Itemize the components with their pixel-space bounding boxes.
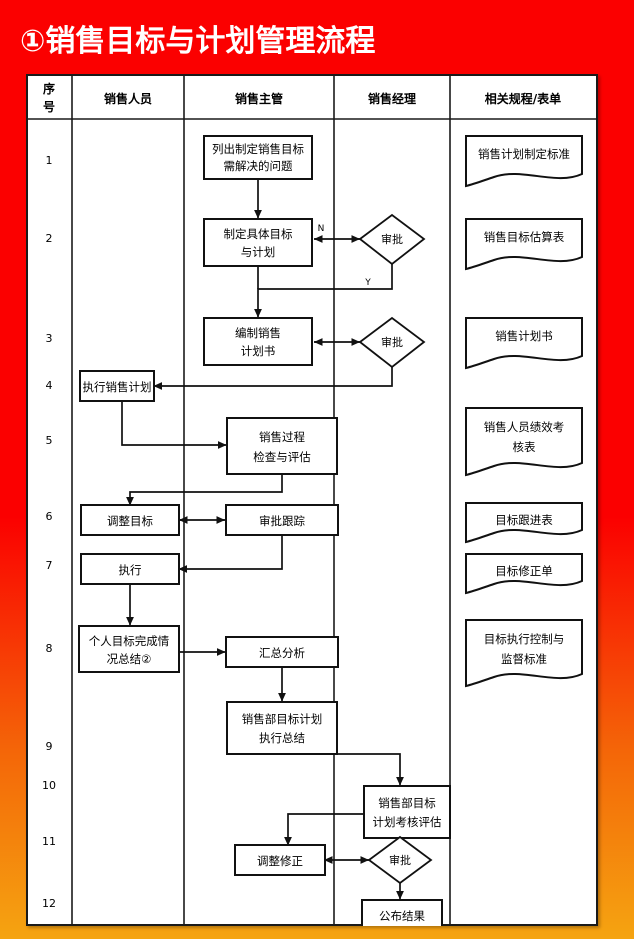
document-label: 目标执行控制与 [484, 632, 565, 646]
node-set-specific-goals-plan[interactable]: 制定具体目标 与计划 [203, 218, 313, 267]
node-label: 与计划 [241, 245, 276, 259]
edge-n5-n6 [126, 474, 283, 506]
row-number: 8 [46, 642, 53, 655]
node-label: 计划考核评估 [373, 815, 442, 829]
node-aggregate-analysis[interactable]: 汇总分析 [225, 636, 339, 668]
node-label: 执行总结 [259, 731, 305, 745]
document-sales-plan-book[interactable]: 销售计划书 [465, 317, 583, 370]
node-label: 计划书 [241, 344, 276, 358]
edge-n4-n5 [121, 401, 227, 449]
node-label: 制定具体目标 [224, 227, 293, 241]
row-number: 9 [46, 740, 53, 753]
table-grid [26, 74, 598, 926]
row-number: 5 [46, 434, 53, 447]
node-label: 调整目标 [107, 514, 153, 528]
row-number: 6 [46, 510, 53, 523]
node-publish-results[interactable]: 公布结果 [361, 899, 443, 926]
row-number: 1 [46, 154, 53, 167]
node-label: 个人目标完成情 [89, 634, 170, 648]
decision-approval-1[interactable]: 审批 [358, 213, 426, 266]
decision-approval-2[interactable]: 审批 [358, 316, 426, 369]
node-label: 执行销售计划 [83, 380, 152, 394]
row-number: 12 [42, 897, 56, 910]
document-goal-revision-form[interactable]: 目标修正单 [465, 553, 583, 595]
flowchart-canvas: 序 号 销售人员 销售主管 销售经理 相关规程/表单 1 2 3 4 5 6 7… [26, 74, 598, 926]
header-seq-line2: 号 [43, 99, 55, 114]
node-label: 销售部目标 [378, 796, 436, 810]
edge-label-no: N [318, 224, 325, 234]
flowchart-sheet: 序 号 销售人员 销售主管 销售经理 相关规程/表单 1 2 3 4 5 6 7… [26, 74, 598, 926]
edge-label-yes: Y [364, 278, 371, 288]
node-execute[interactable]: 执行 [80, 553, 180, 585]
row-number: 2 [46, 232, 53, 245]
edge-d2-yes-to-n4 [153, 367, 393, 390]
edge-label-group: N Y [318, 224, 372, 288]
decision-label: 审批 [381, 232, 403, 246]
node-label: 况总结② [107, 652, 152, 666]
document-nodes: 销售计划制定标准 销售目标估算表 销售计划书 销售人员绩效考 核表 [465, 135, 583, 688]
document-label: 销售计划书 [495, 329, 553, 343]
edge-n11-n12 [314, 753, 404, 786]
flow-connectors [121, 179, 404, 900]
decision-nodes: 审批 审批 审批 [358, 213, 433, 885]
node-label: 列出制定销售目标 [212, 142, 304, 156]
node-label: 汇总分析 [259, 646, 305, 660]
document-label: 销售计划制定标准 [478, 147, 570, 161]
node-label: 审批跟踪 [259, 514, 305, 528]
node-label: 销售部目标计划 [242, 712, 323, 726]
node-approval-tracking[interactable]: 审批跟踪 [225, 504, 339, 536]
header-sales-supervisor: 销售主管 [235, 91, 283, 106]
edge-n12-n13 [284, 813, 365, 846]
document-goal-tracking-form[interactable]: 目标跟进表 [465, 502, 583, 544]
node-dept-goal-plan-appraisal[interactable]: 销售部目标 计划考核评估 [363, 785, 451, 839]
row-number: 4 [46, 379, 53, 392]
document-sales-goal-estimate[interactable]: 销售目标估算表 [465, 218, 583, 271]
document-sales-plan-standard[interactable]: 销售计划制定标准 [465, 135, 583, 188]
table-header-row: 序 号 销售人员 销售主管 销售经理 相关规程/表单 [43, 81, 561, 114]
row-number: 11 [42, 835, 56, 848]
node-label: 公布结果 [379, 909, 425, 923]
decision-approval-3[interactable]: 审批 [367, 835, 433, 885]
decision-label: 审批 [389, 853, 411, 867]
row-number: 3 [46, 332, 53, 345]
header-related-docs: 相关规程/表单 [485, 91, 561, 106]
edge-n7-n8 [178, 535, 283, 573]
node-dept-goal-plan-summary[interactable]: 销售部目标计划 执行总结 [226, 701, 338, 755]
row-number: 10 [42, 779, 56, 792]
document-label: 监督标准 [501, 652, 547, 666]
document-goal-control-standard[interactable]: 目标执行控制与 监督标准 [465, 619, 583, 688]
node-execute-sales-plan[interactable]: 执行销售计划 [79, 370, 155, 402]
node-sales-process-review[interactable]: 销售过程 检查与评估 [226, 417, 338, 475]
node-label: 编制销售 [235, 326, 281, 340]
row-number: 7 [46, 559, 53, 572]
node-label: 需解决的问题 [224, 159, 293, 173]
decision-label: 审批 [381, 335, 403, 349]
node-personal-goal-summary[interactable]: 个人目标完成情 况总结② [78, 625, 180, 673]
node-label: 销售过程 [259, 430, 305, 444]
document-label: 目标修正单 [495, 564, 553, 578]
header-seq-line1: 序 [43, 81, 55, 96]
page-title: ①销售目标与计划管理流程 [20, 24, 376, 59]
document-label: 目标跟进表 [495, 513, 553, 527]
node-label: 调整修正 [257, 854, 303, 868]
node-list-sales-goal-issues[interactable]: 列出制定销售目标 需解决的问题 [203, 135, 313, 180]
document-label: 核表 [513, 440, 536, 454]
header-sales-staff: 销售人员 [104, 91, 152, 106]
document-staff-performance-form[interactable]: 销售人员绩效考 核表 [465, 407, 583, 477]
node-adjust-correct[interactable]: 调整修正 [234, 844, 326, 876]
edge-d1-yes [254, 264, 393, 318]
header-sales-manager: 销售经理 [368, 91, 416, 106]
node-label: 检查与评估 [253, 450, 311, 464]
node-adjust-goal[interactable]: 调整目标 [80, 504, 180, 536]
node-compile-sales-plan[interactable]: 编制销售 计划书 [203, 317, 313, 366]
row-number-column: 1 2 3 4 5 6 7 8 9 10 11 12 [42, 154, 56, 910]
process-nodes: 列出制定销售目标 需解决的问题 制定具体目标 与计划 编制销售 计划书 [78, 135, 451, 926]
document-label: 销售人员绩效考 [484, 420, 565, 434]
document-label: 销售目标估算表 [484, 230, 565, 244]
node-label: 执行 [119, 563, 142, 577]
